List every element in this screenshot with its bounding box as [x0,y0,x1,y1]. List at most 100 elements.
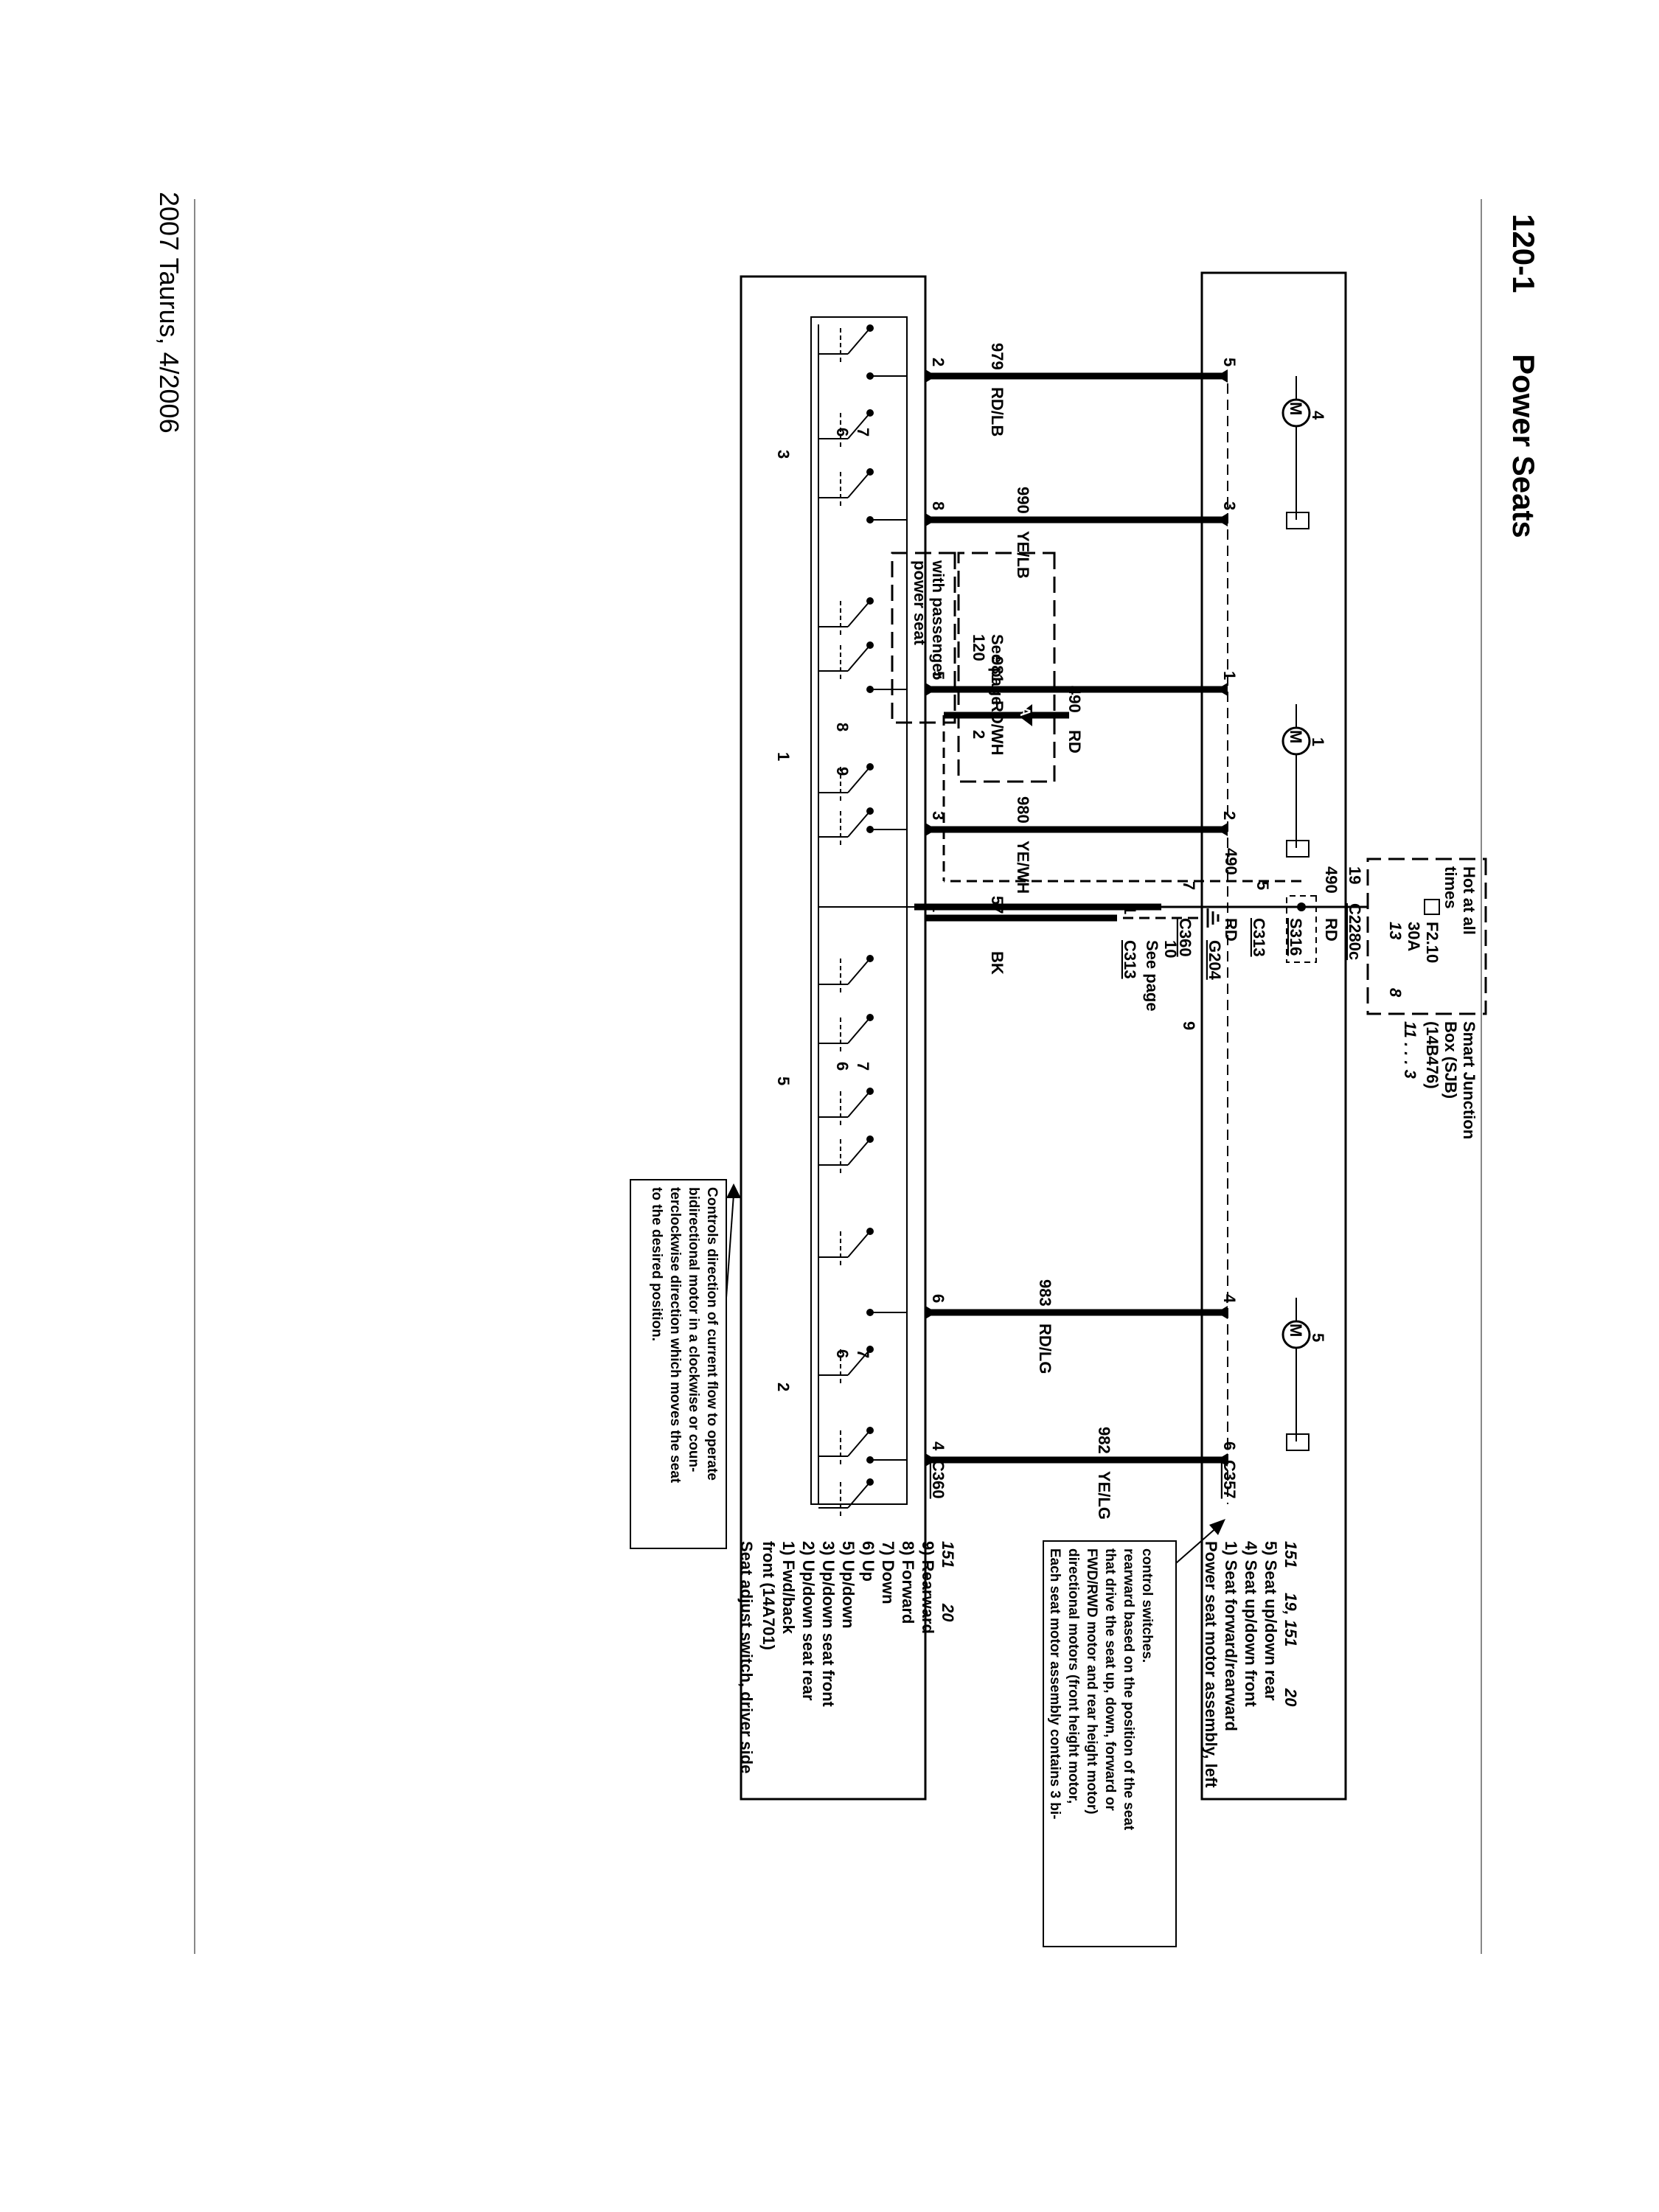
contact-dot [866,468,874,476]
motor-assembly: 5 3 1 2 4 6 M 4 M 1 M 5 C357 [1200,271,1347,1801]
motor-legend: Power seat motor assembly, left 1) Seat … [1202,1541,1300,1788]
circuit-number: 979 [988,343,1006,370]
switch-contact-arm [847,412,871,439]
switch-note-line: to the desired position. [649,1187,664,1341]
feed-c360-pin: 7 [1180,881,1198,890]
circuit-number: 983 [1036,1279,1054,1307]
contact-dot [866,1456,874,1464]
switch-pin-labels: 2 8 5 3 6 4 1 C360 [929,358,947,1499]
sjb-hot-label-1: Hot at all [1460,866,1478,935]
contact-dot [866,955,874,962]
switch-legend-item: 8) Forward [899,1541,917,1624]
motor-brush-icon [1286,512,1310,529]
g1-a: 6 [833,428,852,437]
contact-dot [866,1228,874,1235]
motor-m-label: M [1287,402,1305,415]
switch-legend-ref-a: 151 [939,1541,957,1568]
motor-legend-ref-c: 20 [1281,1688,1300,1707]
contact-dot [866,1478,874,1486]
contact-dot [866,1427,874,1434]
motor-note-line: that drive the seat up, down, forward or [1102,1548,1118,1811]
switch-connector-label: C360 [929,1460,947,1499]
switch-legend-item: 9) Rearward [919,1541,937,1634]
switch-legend-item: 6) Up [859,1541,877,1582]
switch-contact-arm [847,1231,871,1258]
connector-arrow-icon [1217,683,1228,696]
switch-note-line: terclockwise direction which moves the s… [667,1187,683,1484]
motor-2-number: 1 [1309,737,1327,746]
smart-junction-box: Hot at all times F2.10 30A 13 8 Smart Ju… [1346,858,1487,1139]
contact-dot [866,1346,874,1353]
circuit-number: 990 [1014,487,1032,514]
connector-arrow-icon [1217,1306,1228,1319]
switch-legend-title-1: Seat adjust switch, driver side [737,1541,756,1773]
switch-note-line: Controls direction of current flow to op… [704,1187,720,1481]
motor-pin-label: 1 [1220,671,1239,680]
motor-pin-label: 5 [1220,358,1239,366]
contact-dot [866,1135,874,1143]
connector-arrow-icon [925,1306,936,1319]
contact-dot [866,372,874,380]
passenger-marker: A [1017,706,1032,717]
motor-legend-item: 4) Seat up/down front [1242,1541,1260,1708]
feed-c313: C313 [1250,918,1268,957]
contact-dot [866,686,874,693]
contact-dot [866,763,874,771]
switch-legend-item: 3) Up/down seat front [819,1541,838,1708]
switch-contact-arm [847,1349,871,1376]
motor-brush-icon [1286,1433,1310,1451]
passenger-page-sub: 2 [970,730,988,739]
switch-contact-arm [847,1481,871,1509]
g1-c: 3 [774,450,793,459]
circuit-color: YE/WH [1014,841,1032,894]
contact-dot [866,641,874,649]
switch-contact-arm [847,810,871,838]
sjb-name-2: Box (SJB) [1441,1021,1460,1099]
sjb-name-3: (14B476) [1423,1021,1441,1089]
switch-legend-item: 2) Up/down seat rear [799,1541,818,1701]
motor-3-number: 5 [1309,1333,1327,1342]
g3-c: 5 [774,1077,793,1085]
motor-pin-label: 3 [1220,501,1239,510]
motor-note-box [1043,1540,1177,1947]
g4-b: 7 [854,1349,872,1358]
switch-contact-arm [847,958,871,985]
sjb-hot-label-2: times [1441,866,1460,908]
feed-color: RD [1222,918,1240,942]
sjb-connector: C2280c [1346,903,1364,960]
splice-box [1286,895,1317,963]
switch-contact-arm [847,1091,871,1118]
ground-switch-pin: 1 [929,903,947,912]
sjb-fuse: F2.10 [1423,922,1441,963]
ground-g204: G204 [1206,940,1224,981]
sjb-name-1: Smart Junction [1460,1021,1478,1139]
motor-note-line: directional motors (front height motor, [1065,1548,1081,1804]
motor-legend-title: Power seat motor assembly, left [1202,1541,1220,1788]
switch-pin-label: 3 [929,811,947,820]
switch-contact-arm [847,327,871,355]
connector-arrow-icon [925,823,936,836]
feed-color-top: RD [1322,918,1340,942]
motor-note-leader [1175,1526,1219,1564]
passenger-arrow-icon [1018,704,1032,726]
circuit-color: YE/LG [1095,1471,1113,1520]
passenger-box [957,552,1056,783]
switch-pin-label: 8 [929,501,947,510]
switch-contact-arm [847,1138,871,1166]
feed-c313-pin: 5 [1253,881,1272,890]
switch-legend-item: 7) Down [879,1541,897,1604]
ground-circuit: 57 [988,896,1006,914]
switch-note-leader [726,1194,734,1298]
connector-arrow-icon [1217,369,1228,383]
contact-dot [866,324,874,332]
switch-contact-arm [847,766,871,793]
contact-dot [866,1014,874,1021]
sjb-pin-a: 13 [1386,922,1405,939]
ground-circuit-group: 1 C313 See page 10 9 G204 [925,905,1224,1030]
sjb-amps: 30A [1405,922,1423,951]
passenger-note-box [891,552,956,724]
g2-c: 1 [774,752,793,761]
switch-legend-item: 1) Fwd/back [779,1541,798,1635]
